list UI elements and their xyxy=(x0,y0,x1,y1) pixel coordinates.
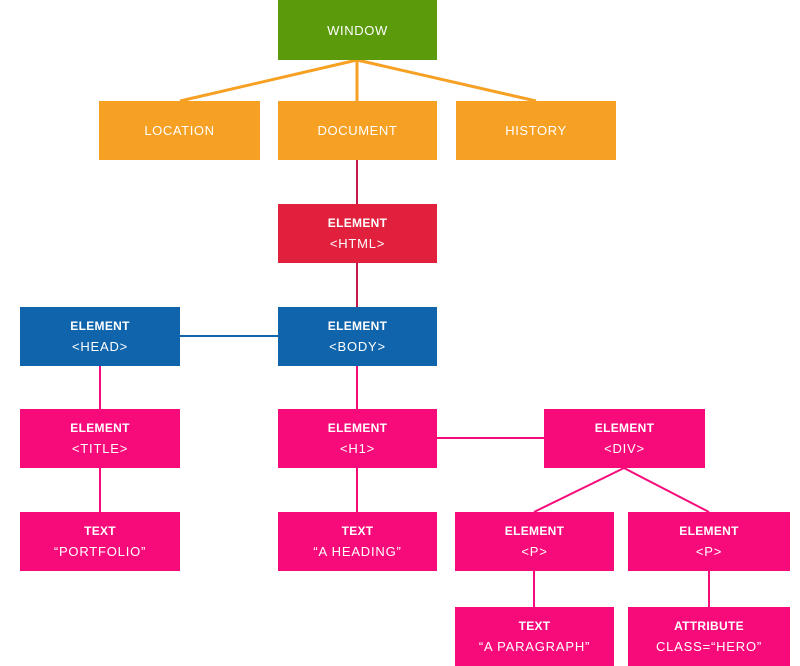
body-node-type: ELEMENT xyxy=(327,318,388,333)
text-portfolio-value: “PORTFOLIO” xyxy=(53,543,147,559)
document-label: DOCUMENT xyxy=(317,123,398,138)
h1-node-value: <H1> xyxy=(339,440,375,456)
title-element-node: ELEMENT <TITLE> xyxy=(20,409,180,468)
text-paragraph-value: “A PARAGRAPH” xyxy=(478,638,591,654)
head-node-value: <HEAD> xyxy=(71,338,129,354)
connector-div-p1 xyxy=(533,467,625,513)
p1-node-type: ELEMENT xyxy=(504,523,565,538)
window-node: WINDOW xyxy=(278,0,437,60)
html-node-value: <HTML> xyxy=(329,235,386,251)
head-node-type: ELEMENT xyxy=(70,318,130,333)
title-node-value: <TITLE> xyxy=(71,440,129,456)
div-element-node: ELEMENT <DIV> xyxy=(544,409,705,468)
text-heading-node: TEXT “A HEADING” xyxy=(278,512,437,571)
div-node-value: <DIV> xyxy=(604,440,645,456)
attribute-class-node: ATTRIBUTE CLASS=“HERO” xyxy=(628,607,790,666)
p1-node-value: <P> xyxy=(521,543,548,559)
location-node: LOCATION xyxy=(99,101,260,160)
h1-node-type: ELEMENT xyxy=(327,420,388,435)
text-paragraph-node: TEXT “A PARAGRAPH” xyxy=(455,607,614,666)
body-node-value: <BODY> xyxy=(329,338,386,354)
p2-node-value: <P> xyxy=(695,543,723,559)
attribute-class-value: CLASS=“HERO” xyxy=(655,638,763,654)
text-heading-type: TEXT xyxy=(341,523,374,538)
connector-window-history xyxy=(356,58,537,103)
attribute-class-type: ATTRIBUTE xyxy=(674,618,744,633)
h1-element-node: ELEMENT <H1> xyxy=(278,409,437,468)
history-label: HISTORY xyxy=(505,123,567,138)
text-heading-value: “A HEADING” xyxy=(313,543,402,559)
connector-window-location xyxy=(179,58,358,103)
document-node: DOCUMENT xyxy=(278,101,437,160)
head-element-node: ELEMENT <HEAD> xyxy=(20,307,180,366)
text-portfolio-type: TEXT xyxy=(84,523,116,538)
body-element-node: ELEMENT <BODY> xyxy=(278,307,437,366)
p2-node-type: ELEMENT xyxy=(679,523,739,538)
window-label: WINDOW xyxy=(327,22,388,38)
p2-element-node: ELEMENT <P> xyxy=(628,512,790,571)
text-paragraph-type: TEXT xyxy=(518,618,551,633)
html-element-node: ELEMENT <HTML> xyxy=(278,204,437,263)
location-label: LOCATION xyxy=(144,123,215,138)
text-portfolio-node: TEXT “PORTFOLIO” xyxy=(20,512,180,571)
title-node-type: ELEMENT xyxy=(70,420,130,435)
html-node-type: ELEMENT xyxy=(327,215,388,230)
div-node-type: ELEMENT xyxy=(594,420,655,435)
p1-element-node: ELEMENT <P> xyxy=(455,512,614,571)
history-node: HISTORY xyxy=(456,101,616,160)
connector-div-p2 xyxy=(623,467,710,513)
